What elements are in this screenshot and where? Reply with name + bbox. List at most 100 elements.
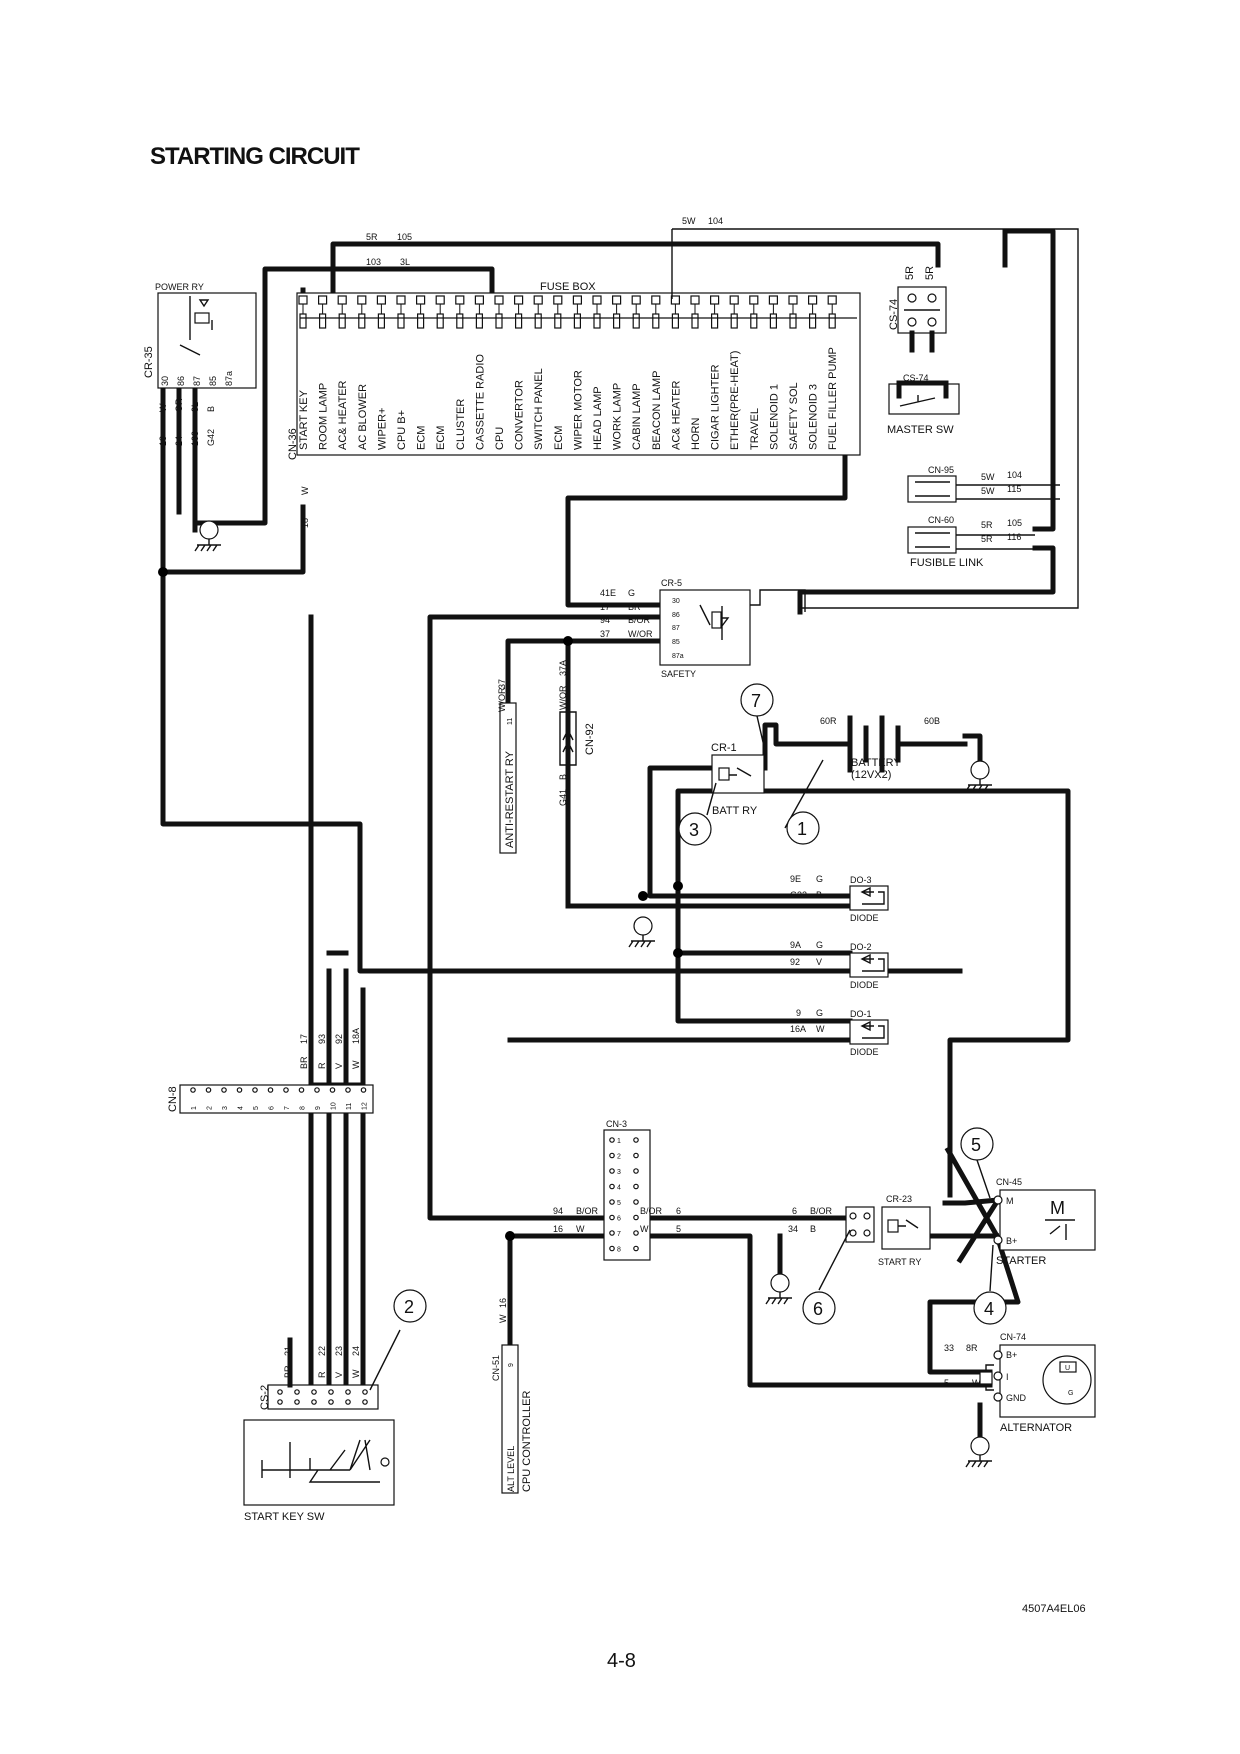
cn8-pin-number: 3 bbox=[222, 1106, 229, 1110]
cn3-pin-number: 3 bbox=[617, 1169, 621, 1176]
fuse-icon bbox=[789, 313, 797, 329]
fuse-terminal bbox=[631, 295, 641, 305]
cn8-pin-number: 2 bbox=[207, 1106, 214, 1110]
cn3-pin-dot bbox=[609, 1183, 615, 1190]
cn8-pin-number: 10 bbox=[331, 1102, 338, 1110]
fuse-circuit-label: TRAVEL bbox=[749, 408, 761, 450]
do2-diode-label: DIODE bbox=[850, 980, 879, 990]
cn51-pin: 9 bbox=[508, 1363, 515, 1367]
cn60-wire-no: 116 bbox=[1007, 532, 1021, 542]
fuse-terminal bbox=[729, 295, 739, 305]
page-number: 4-8 bbox=[607, 1650, 636, 1672]
cs2-pin-dot bbox=[294, 1389, 300, 1395]
fuse-icon bbox=[417, 313, 425, 329]
fuse-circuit-label: CLUSTER bbox=[455, 399, 467, 450]
fuse-terminal bbox=[709, 295, 720, 305]
cs2-pin-dot bbox=[362, 1389, 368, 1395]
power-relay: POWER RY CR-35 30 86 87 85 87a 18 W 24 O… bbox=[143, 282, 257, 446]
do2-label: DO-2 bbox=[850, 942, 872, 952]
callout-5: 5 bbox=[960, 1127, 994, 1161]
cn60-wire-no: 105 bbox=[1007, 518, 1022, 528]
cn3-pin-dot bbox=[633, 1152, 639, 1159]
cn3-pin-dot bbox=[609, 1137, 615, 1143]
cn3-label: CN-3 bbox=[606, 1119, 627, 1129]
fusible-link-label: FUSIBLE LINK bbox=[910, 557, 984, 569]
cn8-pin-number: 9 bbox=[315, 1106, 322, 1110]
fuse-terminal bbox=[416, 295, 426, 305]
start-ry-wire-color: B/OR bbox=[810, 1206, 833, 1216]
cn51-wire-color: W bbox=[498, 1314, 508, 1323]
cn8-wire-color: BR bbox=[299, 1056, 309, 1069]
cn8-wire-no: 18A bbox=[351, 1028, 361, 1044]
power-ry-label: POWER RY bbox=[155, 282, 204, 292]
cn8-pin-dot bbox=[298, 1087, 305, 1093]
alternator-wire-no: 5 bbox=[944, 1378, 949, 1388]
cn45-label: CN-45 bbox=[996, 1177, 1022, 1187]
ground-icon bbox=[194, 520, 992, 1468]
fuse-terminal bbox=[455, 295, 465, 305]
cn8-pin-number: 11 bbox=[346, 1103, 353, 1110]
cn8-pin-number: 8 bbox=[300, 1106, 307, 1110]
cn36-wire-no: 18 bbox=[300, 518, 310, 528]
cs2-pin-dot bbox=[294, 1399, 300, 1405]
cs2-pins bbox=[277, 1389, 368, 1405]
fuse-icon bbox=[514, 313, 523, 329]
page-title: STARTING CIRCUIT bbox=[150, 143, 360, 170]
fuse-column: CONVERTOR bbox=[514, 295, 526, 450]
cr5-wire-no: 41E bbox=[600, 588, 616, 598]
do2-wire-no: 9A bbox=[790, 940, 801, 950]
fuse-column: CPU bbox=[494, 295, 506, 450]
fuse-icon bbox=[750, 313, 758, 329]
cs2-pin-dot bbox=[362, 1399, 368, 1405]
fuse-circuit-label: CIGAR LIGHTER bbox=[710, 364, 722, 450]
svg-text:6: 6 bbox=[813, 1299, 823, 1319]
diode-do1: DO-1 DIODE 9 G 16A W bbox=[790, 1008, 889, 1057]
cn3-pin-dot bbox=[633, 1214, 639, 1221]
cn60-wire-color: 5R bbox=[981, 520, 993, 530]
battery-spec: (12VX2) bbox=[851, 769, 891, 781]
alternator-wire-color: 8R bbox=[966, 1343, 978, 1353]
cr5-wire-no: 94 bbox=[600, 615, 610, 625]
fuse-circuit-label: CABIN LAMP bbox=[631, 383, 643, 450]
cn3-pin-number: 5 bbox=[617, 1200, 621, 1207]
cn36-wire-color: W bbox=[300, 486, 310, 495]
fuse-icon bbox=[769, 313, 778, 329]
cn3-pin-dot bbox=[633, 1137, 639, 1143]
wire-color: 5R bbox=[366, 232, 378, 242]
cn8-pin-dot bbox=[345, 1087, 351, 1093]
fuse-circuit-label: SOLENOID 3 bbox=[808, 384, 820, 450]
cn8-wire-color: R bbox=[317, 1062, 327, 1069]
fuse-circuit-label: CASSETTE RADIO bbox=[474, 354, 486, 450]
cr5-pin: 87 bbox=[672, 625, 680, 632]
start-key-switch: CS-2 START KEY SW BR 21 R 22 V 23 W 24 bbox=[243, 1329, 401, 1523]
fuse-terminal bbox=[357, 295, 367, 305]
cs2-pin-dot bbox=[277, 1399, 283, 1405]
cr5-pin: 87a bbox=[672, 653, 684, 660]
anti-restart-label: ANTI-RESTART RY bbox=[504, 750, 516, 848]
fuse-icon bbox=[377, 313, 385, 329]
fuse-terminal bbox=[533, 295, 543, 305]
callout-2: 2 bbox=[393, 1289, 427, 1323]
fuse-circuit-label: WIPER+ bbox=[376, 408, 388, 450]
do3-wire-color: G bbox=[816, 874, 823, 884]
start-ry-wire-no: 34 bbox=[788, 1224, 798, 1234]
fuse-column: WIPER+ bbox=[376, 295, 388, 450]
cr5-wire-color: B/OR bbox=[628, 615, 651, 625]
fuse-circuit-label: WORK LAMP bbox=[612, 383, 624, 450]
cr35-wire-color: B bbox=[206, 406, 216, 412]
battery: 60R 60B BATTERY (12VX2) bbox=[784, 715, 968, 829]
cr5-pin: 30 bbox=[672, 598, 680, 605]
fuse-column: ETHER(PRE-HEAT) bbox=[729, 295, 741, 450]
fuse-icon bbox=[593, 313, 601, 329]
cn36-label: CN-36 bbox=[287, 428, 299, 460]
do2-wire-color: G bbox=[816, 940, 823, 950]
fuse-column: HORN bbox=[690, 295, 702, 450]
cs2-wire-color: V bbox=[334, 1372, 344, 1378]
cr35-wire-no: 24 bbox=[174, 436, 184, 446]
cr35-wire-color: W bbox=[158, 403, 168, 412]
fuse-terminal bbox=[435, 295, 445, 305]
fuse-circuit-label: SWITCH PANEL bbox=[533, 368, 545, 450]
cn92-label: CN-92 bbox=[584, 723, 596, 755]
